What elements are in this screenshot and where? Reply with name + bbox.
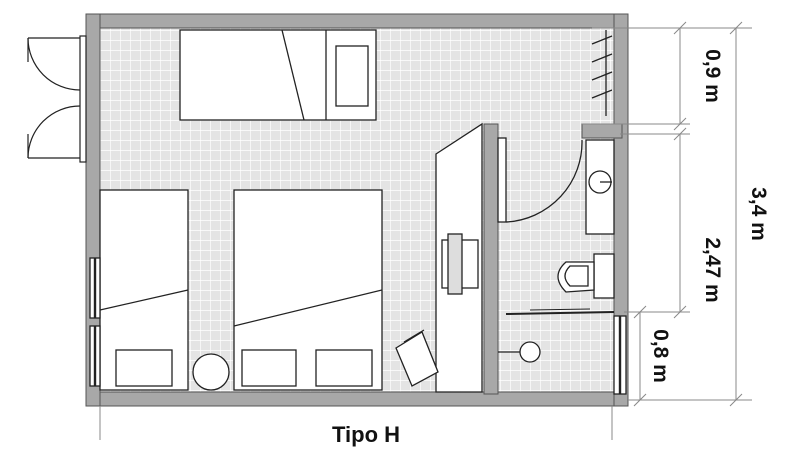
closet-hangers xyxy=(591,30,613,116)
dimension-label-top: 0,9 m xyxy=(701,49,724,103)
desk-chair xyxy=(395,329,439,387)
bathroom-door xyxy=(497,137,583,223)
balcony-door xyxy=(27,35,87,163)
dimension-label-lower: 0,8 m xyxy=(649,329,672,383)
toilet xyxy=(557,253,615,299)
plan-caption: Tipo H xyxy=(332,422,400,447)
wardrobe-desk xyxy=(435,122,483,393)
wall-bathroom-top xyxy=(581,123,623,139)
shower xyxy=(498,308,615,363)
wall-bottom xyxy=(85,391,629,407)
dimension-lines xyxy=(99,21,752,440)
double-bed xyxy=(233,189,383,391)
top-counter xyxy=(179,29,377,121)
dimension-label-middle: 2,47 m xyxy=(701,237,724,302)
wash-basin xyxy=(585,139,615,235)
wall-bathroom-partition xyxy=(483,123,499,395)
round-side-table xyxy=(192,353,230,391)
wall-top xyxy=(85,13,629,29)
dimension-label-total: 3,4 m xyxy=(747,187,770,241)
windows xyxy=(89,257,627,395)
single-bed xyxy=(99,189,189,391)
